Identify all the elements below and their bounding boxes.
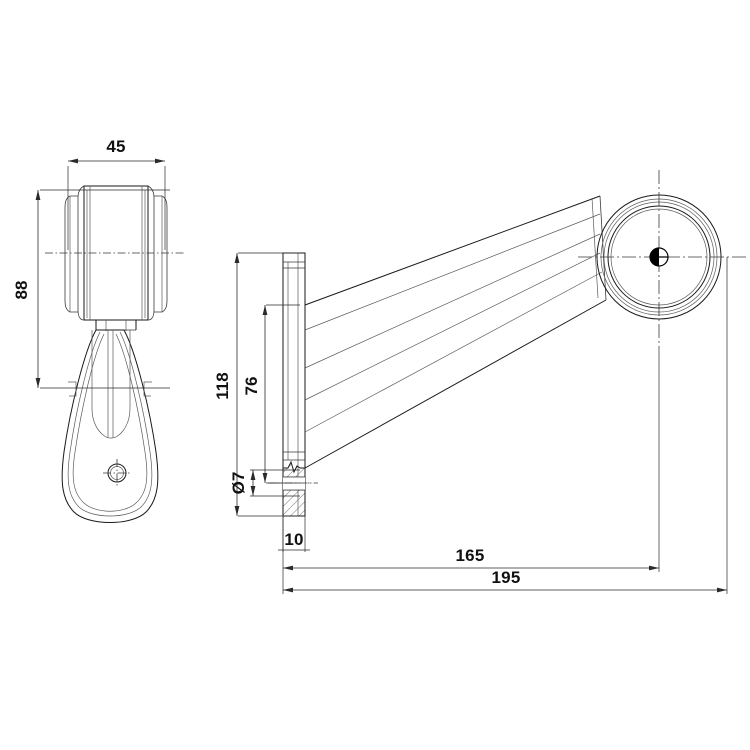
dimension-length-195: 195 bbox=[282, 257, 728, 594]
dimension-height-88: 88 bbox=[12, 189, 170, 389]
front-lamp-housing bbox=[45, 185, 186, 321]
lamp-head-circle bbox=[578, 170, 748, 348]
dimension-label-10: 10 bbox=[284, 530, 303, 549]
dimension-height-118: 118 bbox=[213, 252, 300, 517]
dimension-label-76: 76 bbox=[242, 377, 261, 396]
dimension-label-88: 88 bbox=[12, 281, 31, 300]
side-view: 118 76 Ø7 10 bbox=[213, 170, 748, 594]
dimension-label-195: 195 bbox=[492, 568, 521, 587]
dimension-length-165: 165 bbox=[282, 348, 660, 572]
dimension-label-118: 118 bbox=[213, 372, 232, 399]
dimension-label-165: 165 bbox=[456, 546, 485, 565]
arm-assembly bbox=[304, 195, 607, 469]
dimension-label-45: 45 bbox=[106, 137, 125, 156]
dimension-hole-dia-7: Ø7 bbox=[229, 469, 300, 497]
front-view: 45 88 bbox=[12, 137, 186, 523]
mounting-plate bbox=[268, 252, 318, 517]
dimension-height-76: 76 bbox=[242, 304, 300, 484]
front-neck bbox=[95, 320, 137, 331]
dimension-label-dia-7: Ø7 bbox=[229, 472, 248, 495]
dimension-width-45: 45 bbox=[67, 137, 166, 250]
front-bracket bbox=[61, 329, 159, 523]
